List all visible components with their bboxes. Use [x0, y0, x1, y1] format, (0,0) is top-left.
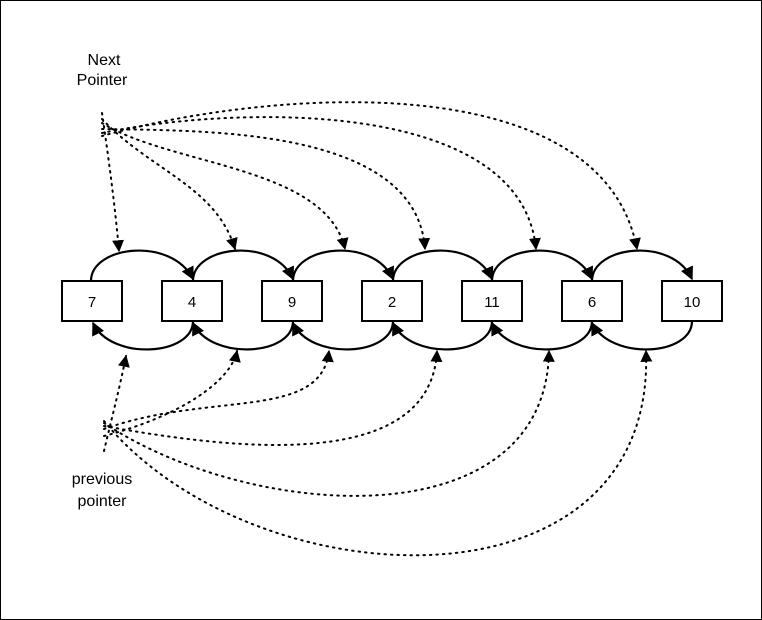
next-guide-1 [101, 112, 125, 253]
node-3: 9 [261, 280, 323, 322]
node-box [461, 280, 523, 322]
node-box [661, 280, 723, 322]
node-box [61, 280, 123, 322]
node-box [161, 280, 223, 322]
next-pointer-label-line2: Pointer [77, 72, 128, 89]
node-box [561, 280, 623, 322]
node-value: 6 [588, 294, 596, 311]
prev-guide-6 [103, 349, 653, 557]
previous-pointer-guides [103, 349, 653, 557]
prev-guide-4 [103, 349, 443, 446]
node-4: 2 [361, 280, 423, 322]
next-guide-6 [101, 101, 641, 251]
node-value: 11 [484, 294, 500, 311]
node-value: 2 [388, 294, 396, 311]
next-links [89, 249, 693, 282]
next-link-5 [490, 249, 593, 282]
node-2: 4 [161, 280, 223, 322]
node-value: 9 [288, 294, 296, 311]
next-link-2 [191, 249, 294, 282]
next-link-6 [590, 249, 693, 282]
node-box [261, 280, 323, 322]
node-1: 7 [61, 280, 123, 322]
next-link-1 [89, 249, 194, 282]
prev-link-6 [591, 320, 694, 351]
node-5: 11 [461, 280, 523, 322]
node-value: 10 [684, 294, 701, 311]
next-guide-5 [101, 116, 541, 251]
next-pointer-label-line1: Next [88, 52, 121, 69]
next-link-4 [391, 249, 494, 282]
prev-link-2 [192, 320, 295, 351]
next-guide-3 [101, 122, 349, 251]
prev-guide-3 [103, 349, 334, 430]
prev-guide-5 [103, 349, 555, 497]
previous-pointer-label-line2: pointer [78, 493, 128, 510]
prev-link-1 [92, 320, 195, 351]
previous-pointer-label-line1: previous [72, 471, 132, 488]
node-6: 6 [561, 280, 623, 322]
next-pointer-guides [101, 101, 641, 253]
node-value: 7 [88, 294, 96, 311]
node-7: 10 [661, 280, 723, 322]
previous-links [92, 320, 694, 351]
next-guide-2 [101, 118, 238, 251]
prev-link-5 [491, 320, 594, 351]
node-value: 4 [188, 294, 196, 311]
prev-guide-2 [103, 349, 241, 437]
prev-guide-1 [103, 354, 130, 452]
prev-link-4 [392, 320, 494, 351]
node-box [361, 280, 423, 322]
next-link-3 [291, 249, 394, 282]
prev-link-3 [292, 320, 395, 351]
next-guide-4 [101, 128, 431, 251]
